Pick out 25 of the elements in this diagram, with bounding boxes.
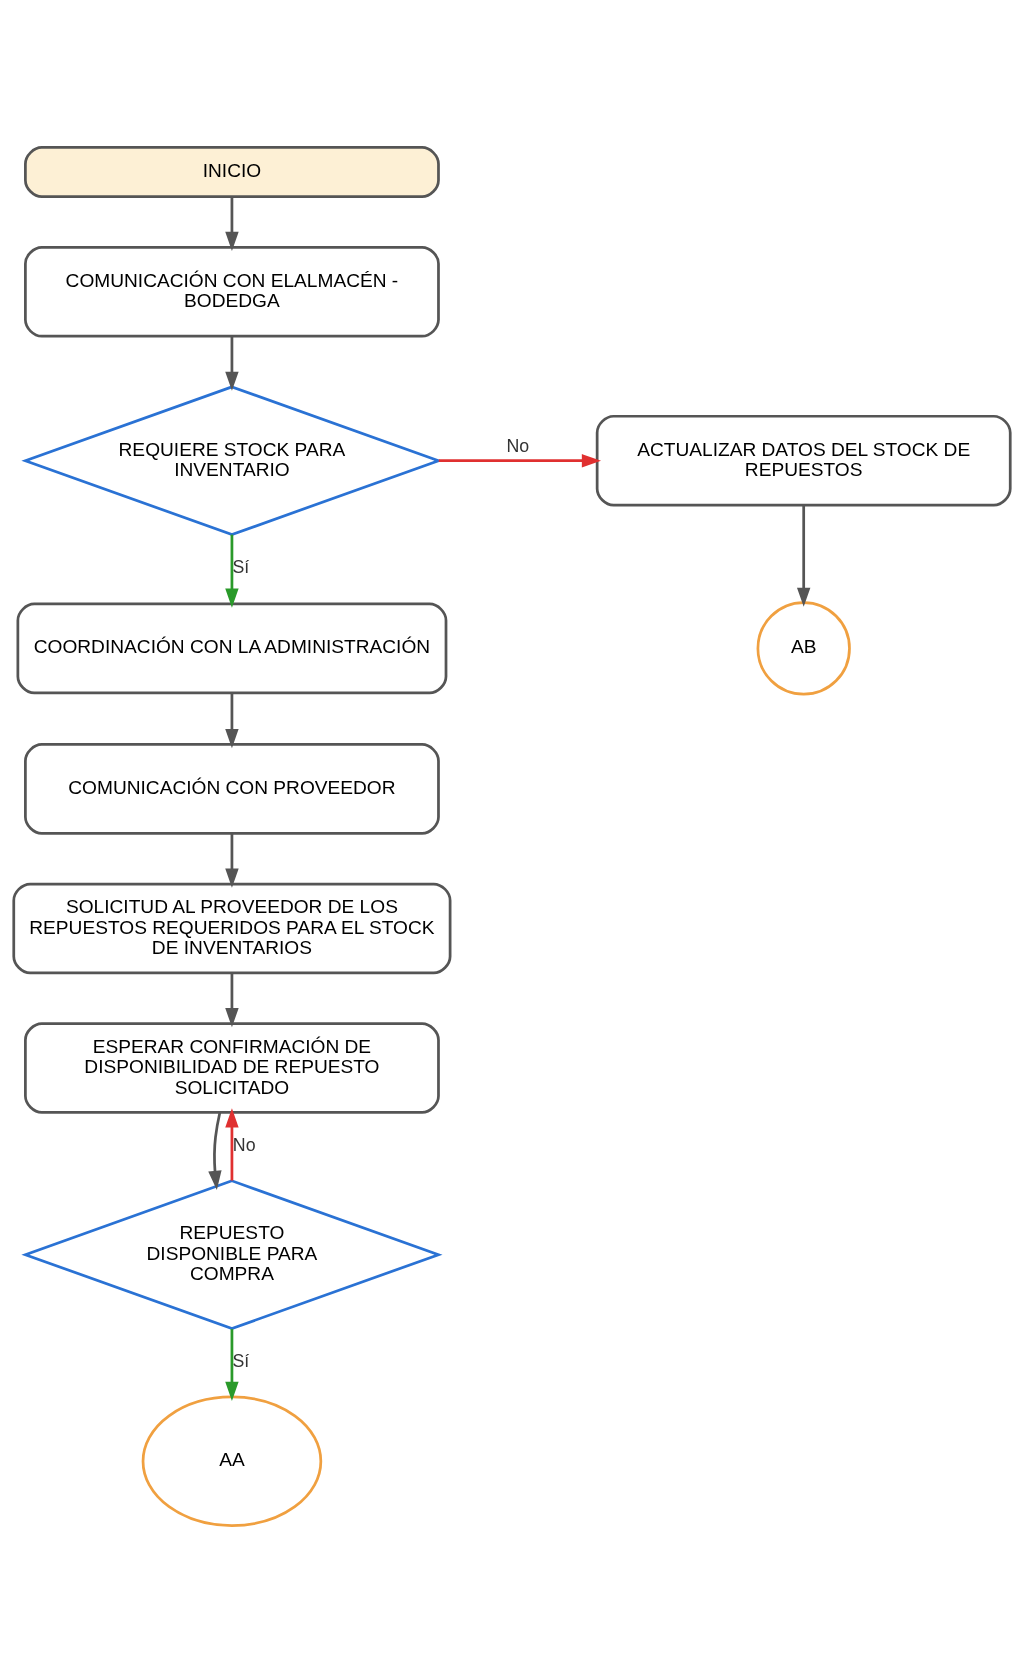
node-ellipse: AA: [141, 1395, 323, 1527]
node-box: INICIO: [24, 145, 440, 198]
edge-label: Sí: [232, 1350, 250, 1371]
edge-label: No: [232, 1134, 256, 1155]
arrow: [225, 534, 239, 608]
node-box: ACTUALIZAR DATOS DEL STOCK DE REPUESTOS: [595, 414, 1012, 507]
edge-label: No: [506, 435, 530, 456]
arrow: [225, 196, 239, 251]
arrow: [225, 335, 239, 391]
arrow: [796, 504, 811, 607]
arrow: [225, 1107, 239, 1181]
edge-label: Sí: [232, 556, 250, 577]
arrow: [438, 453, 602, 467]
arrow: [225, 833, 239, 888]
node-circle: AB: [756, 600, 851, 696]
arrow: [225, 972, 239, 1027]
node-box: COMUNICACIÓN CON ELALMACÉN - BODEDGA: [24, 245, 440, 338]
arrow: [225, 1328, 239, 1401]
node-box: COORDINACIÓN CON LA ADMINISTRACIÓN: [16, 602, 448, 694]
arrow: [225, 692, 239, 748]
node-diamond: REPUESTO DISPONIBLE PARA COMPRA: [21, 1178, 443, 1330]
node-box: SOLICITUD AL PROVEEDOR DE LOS REPUESTOS REQUERIDOS PARA EL STOCK DE INVENTARIOS: [12, 882, 452, 974]
arrow: [208, 1112, 222, 1190]
node-box: ESPERAR CONFIRMACIÓN DE DISPONIBILIDAD DE REPUESTO SOLICITADO: [24, 1021, 440, 1114]
node-box: COMUNICACIÓN CON PROVEEDOR: [24, 742, 440, 835]
